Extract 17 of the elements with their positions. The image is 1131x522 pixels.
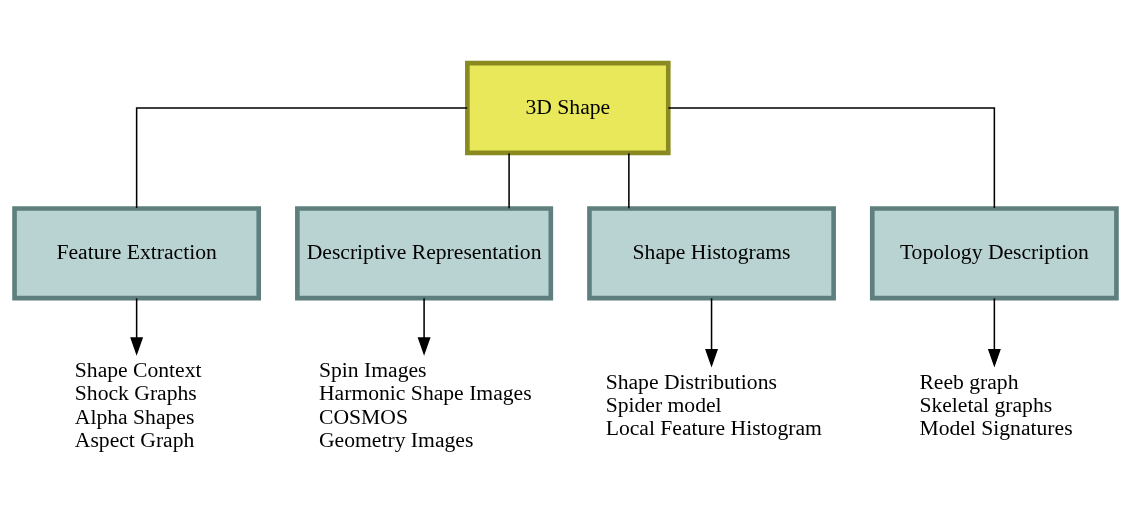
node-box: Descriptive Representation: [295, 206, 554, 301]
connector: [135, 107, 469, 209]
arrow: [417, 297, 431, 356]
node-box: Topology Description: [869, 206, 1119, 301]
node-box: Shape Histograms: [587, 206, 836, 301]
node-box: Feature Extraction: [12, 206, 262, 301]
connector: [508, 152, 510, 209]
node-text: Reeb graph Skeletal graphs Model Signatures: [919, 369, 1073, 441]
node-text: Spin Images Harmonic Shape Images COSMOS Geometry Images: [319, 358, 532, 452]
connector: [667, 107, 996, 209]
node-box: 3D Shape: [465, 60, 671, 156]
node-text: Shape Context Shock Graphs Alpha Shapes Aspect Graph: [74, 358, 202, 452]
connector: [628, 152, 630, 209]
arrow: [130, 297, 144, 356]
node-text: Shape Distributions Spider model Local Feature Histogram: [605, 369, 822, 441]
arrow: [987, 297, 1001, 368]
arrow: [705, 297, 719, 368]
